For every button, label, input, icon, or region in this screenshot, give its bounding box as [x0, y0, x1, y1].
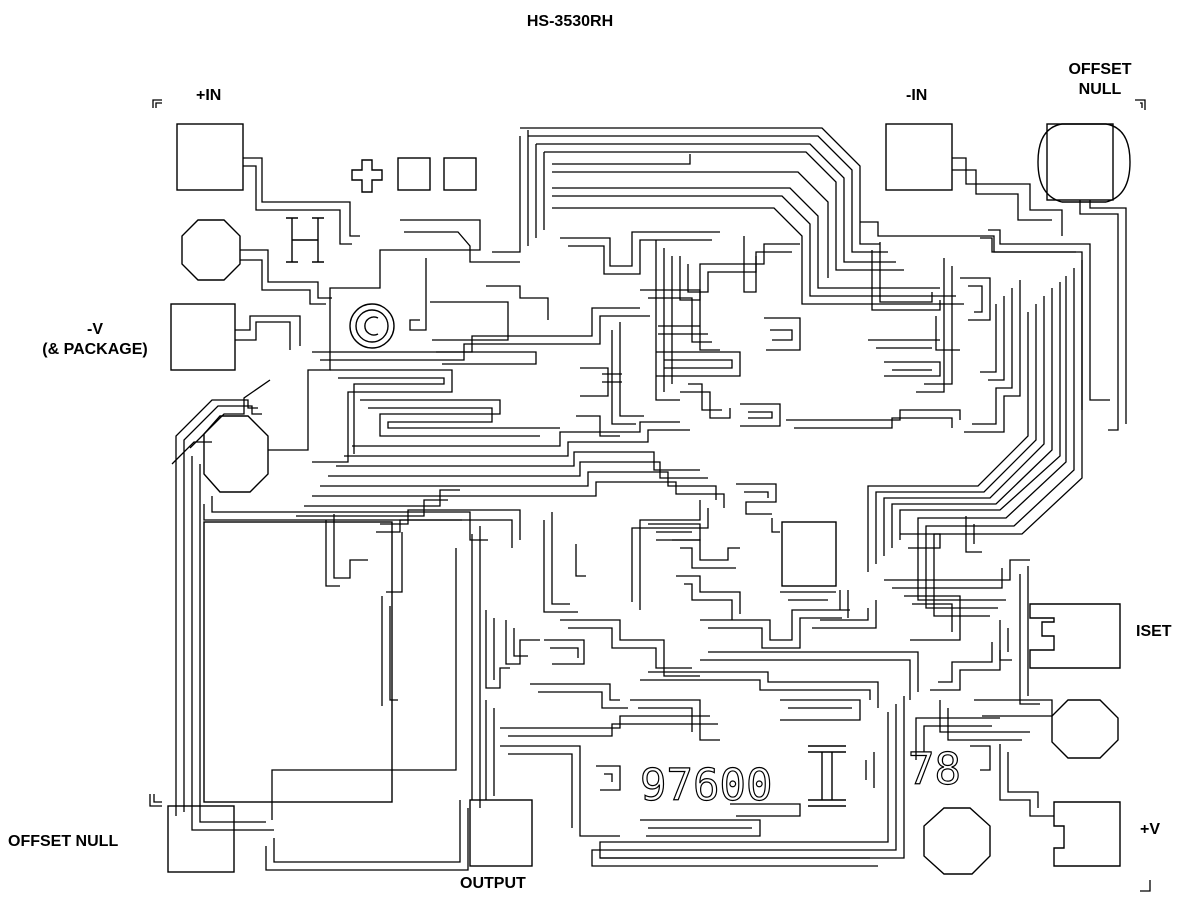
pad-minus-v-octagon — [203, 415, 269, 493]
pad-plus-v — [1053, 801, 1121, 867]
pad-iset — [1029, 603, 1121, 669]
h-mark — [286, 217, 324, 263]
capacitor-block — [203, 521, 393, 803]
copyright-c — [364, 316, 379, 336]
pad-label-iset: ISET — [1136, 623, 1172, 640]
pad-label-plus-in: +IN — [196, 87, 222, 104]
pad-plus-in — [176, 123, 244, 191]
pad-minus-in — [885, 123, 953, 191]
corner-mark-bottom-left — [149, 794, 162, 807]
pad-label-minus-v-line2: (& PACKAGE) — [42, 341, 148, 358]
metal-traces — [171, 127, 1127, 871]
corner-mark-bottom-right — [1140, 880, 1151, 892]
pad-octagon-upper-left — [181, 219, 241, 281]
pad-label-minus-in: -IN — [906, 87, 928, 104]
pad-offset-null-top — [1046, 123, 1114, 201]
pad-label-offset-null-top-line1: OFFSET — [1068, 61, 1132, 78]
copyright-ring-inner — [355, 309, 389, 343]
test-square-2 — [443, 157, 477, 191]
part-number-marking: 97600 — [640, 760, 772, 811]
pad-offset-null-top-ring — [1037, 123, 1131, 203]
i-beam-mark — [808, 745, 846, 807]
revision-marking: 78 — [908, 744, 961, 795]
copyright-ring-outer — [349, 303, 395, 349]
pad-label-output: OUTPUT — [460, 875, 526, 892]
pad-minus-v — [170, 303, 236, 371]
pad-label-minus-v-line1: -V — [87, 321, 103, 338]
pad-octagon-right — [1051, 699, 1119, 759]
pad-label-offset-null-bottom: OFFSET NULL — [8, 833, 119, 850]
pad-output — [469, 799, 533, 867]
test-square-1 — [397, 157, 431, 191]
corner-mark-top-left — [152, 99, 162, 108]
bond-pads — [167, 123, 1131, 875]
test-pad-center — [781, 521, 837, 587]
pad-label-offset-null-top: OFFSET NULL — [1050, 60, 1150, 100]
chip-title: HS-3530RH — [526, 13, 614, 30]
corner-marks — [149, 99, 1151, 892]
pad-offset-null-bottom — [167, 805, 235, 873]
pad-label-plus-v: +V — [1140, 821, 1161, 838]
corner-mark-top-right — [1135, 99, 1146, 110]
pad-label-minus-v: -V (& PACKAGE) — [20, 320, 170, 360]
pad-label-offset-null-top-line2: NULL — [1078, 81, 1122, 98]
die-marking-text: 97600 78 — [639, 743, 961, 811]
cross-mark — [351, 159, 383, 193]
pad-octagon-bottom — [923, 807, 991, 875]
